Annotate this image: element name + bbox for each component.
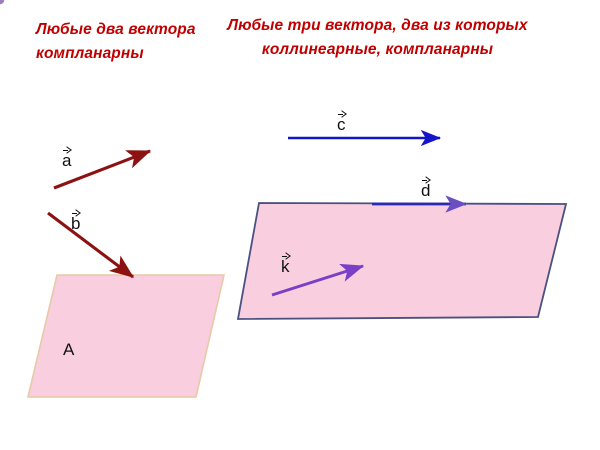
title-left: Любые два вектора компланарны [36, 21, 196, 63]
vector-c-label: c [337, 110, 346, 133]
vector-a-letter: a [62, 151, 72, 170]
vector-overbar-icon [337, 110, 346, 117]
vector-k-letter: k [281, 257, 290, 276]
vector-k-label: k [281, 252, 290, 275]
point-right-dot [0, 0, 5, 5]
vector-overbar-icon [71, 209, 80, 216]
vector-a-line [53, 149, 152, 190]
vector-d-label: d [421, 176, 430, 199]
vector-b-line [47, 211, 134, 279]
vector-a-label: a [62, 146, 71, 169]
vector-overbar-icon [62, 146, 71, 153]
vector-overbar-icon [281, 252, 290, 259]
vector-b-label: b [71, 209, 80, 232]
vector-overbar-icon [421, 176, 430, 183]
vector-k-line [271, 263, 365, 297]
vector-c-letter: c [337, 115, 346, 134]
plane-A [26, 274, 226, 398]
vector-d-letter: d [421, 181, 431, 200]
vector-b-letter: b [71, 214, 81, 233]
title-right: Любые три вектора, два из которых коллин… [227, 17, 528, 59]
point-A-label: A [63, 340, 75, 359]
